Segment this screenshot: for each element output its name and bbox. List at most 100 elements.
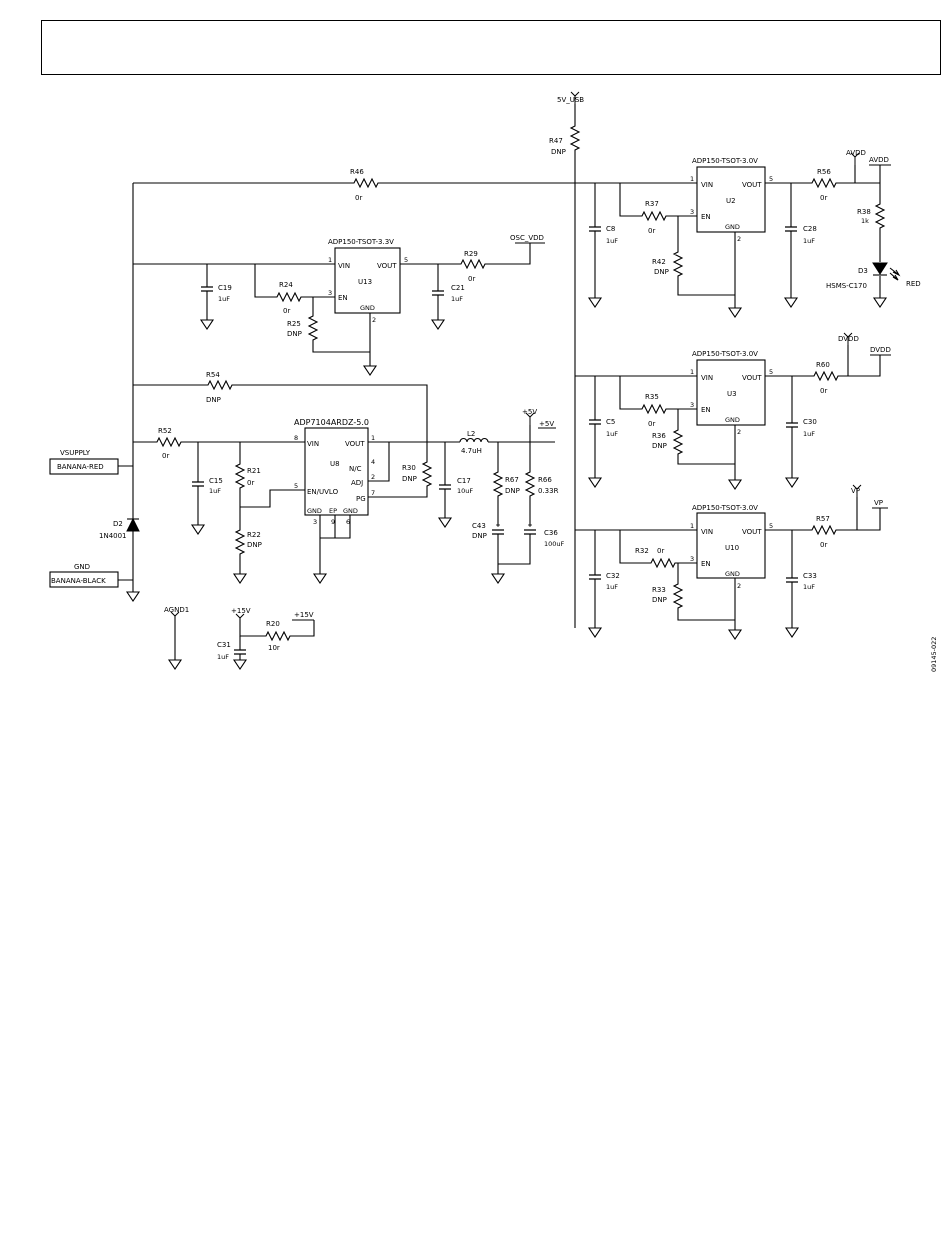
c33-val: 1uF [803, 583, 815, 591]
l2-ref: L2 [467, 430, 475, 438]
u10-vin: VIN [701, 528, 713, 536]
c28-val: 1uF [803, 237, 815, 245]
u13-p3: 3 [328, 289, 332, 297]
c32-val: 1uF [606, 583, 618, 591]
u8-vin: VIN [307, 440, 319, 448]
r67-ref: R67 [505, 476, 519, 484]
u2-p5: 5 [769, 175, 773, 183]
u2-en: EN [701, 213, 711, 221]
r24-ref: R24 [279, 281, 293, 289]
r57-val: 0r [820, 541, 827, 549]
u10-gnd: GND [725, 570, 740, 578]
u10-vout: VOUT [742, 528, 762, 536]
r54-ref: R54 [206, 371, 220, 379]
net-gnd: GND [74, 563, 90, 571]
r46-ref: R46 [350, 168, 364, 176]
u2-p3: 3 [690, 208, 694, 216]
r32-ref: R32 [635, 547, 649, 555]
c21-val: 1uF [451, 295, 463, 303]
r37-val: 0r [648, 227, 655, 235]
r46-val: 0r [355, 194, 362, 202]
net-dvdd: DVDD [870, 346, 891, 354]
r24-val: 0r [283, 307, 290, 315]
r67-val: DNP [505, 487, 520, 495]
r36-ref: R36 [652, 432, 666, 440]
u13-p5: 5 [404, 256, 408, 264]
c32-ref: C32 [606, 572, 620, 580]
u8-vout: VOUT [345, 440, 365, 448]
labels: 5V_USB OSC_VDD AVDD AVDD DVDD DVDD VP VP… [51, 96, 938, 672]
r37-ref: R37 [645, 200, 659, 208]
u13-ref: U13 [358, 278, 372, 286]
connector-banana-red: BANANA-RED [57, 463, 104, 471]
d2-val: 1N4001 [99, 532, 127, 540]
r21-ref: R21 [247, 467, 261, 475]
u8-p7: 7 [371, 489, 375, 497]
u10-ref: U10 [725, 544, 739, 552]
r47-ref: R47 [549, 137, 563, 145]
c28-ref: C28 [803, 225, 817, 233]
u8-nc: N/C [349, 465, 362, 473]
u13-en: EN [338, 294, 348, 302]
r47-val: DNP [551, 148, 566, 156]
c21-ref: C21 [451, 284, 465, 292]
net-avdd-flag: AVDD [846, 149, 866, 157]
r30-ref: R30 [402, 464, 416, 472]
r25-val: DNP [287, 330, 302, 338]
c31-val: 1uF [217, 653, 229, 661]
figure-id: 09145-022 [930, 637, 938, 672]
u10-p3: 3 [690, 555, 694, 563]
u3-vout: VOUT [742, 374, 762, 382]
r38a-val: 1k [861, 217, 869, 225]
u2-ref: U2 [726, 197, 736, 205]
r21-val: 0r [247, 479, 254, 487]
c15-val: 1uF [209, 487, 221, 495]
c8-val: 1uF [606, 237, 618, 245]
c5-ref: C5 [606, 418, 615, 426]
d2-ref: D2 [113, 520, 123, 528]
net-agnd1: AGND1 [164, 606, 189, 614]
r52-val: 0r [162, 452, 169, 460]
u3-part: ADP150-TSOT-3.0V [692, 350, 758, 358]
u10-en: EN [701, 560, 711, 568]
net-15v-flag: +15V [231, 607, 251, 615]
c43-ref: C43 [472, 522, 486, 530]
net-avdd: AVDD [869, 156, 889, 164]
r30-val: DNP [402, 475, 417, 483]
u10-p2: 2 [737, 582, 741, 590]
r25-ref: R25 [287, 320, 301, 328]
c33-ref: C33 [803, 572, 817, 580]
net-5v-usb: 5V_USB [557, 96, 584, 104]
r29-val: 0r [468, 275, 475, 283]
r33-val: DNP [652, 596, 667, 604]
u8-p5: 5 [294, 482, 298, 490]
r57-ref: R57 [816, 515, 830, 523]
c19-ref: C19 [218, 284, 232, 292]
r56-ref: R56 [817, 168, 831, 176]
u8-ref: U8 [330, 460, 340, 468]
wires [118, 104, 881, 660]
c36-val: 100uF [544, 540, 565, 548]
u8-ep: EP [329, 507, 337, 515]
net-15v: +15V [294, 611, 314, 619]
u8-pg: PG [356, 495, 366, 503]
u3-p3: 3 [690, 401, 694, 409]
r66-val: 0.33R [538, 487, 559, 495]
u2-gnd: GND [725, 223, 740, 231]
c5-val: 1uF [606, 430, 618, 438]
net-vp-flag: VP [851, 487, 860, 495]
u2-p2: 2 [737, 235, 741, 243]
u3-en: EN [701, 406, 711, 414]
c19-val: 1uF [218, 295, 230, 303]
c36-ref: C36 [544, 529, 558, 537]
c31-ref: C31 [217, 641, 231, 649]
u13-vin: VIN [338, 262, 350, 270]
net-dvdd-flag: DVDD [838, 335, 859, 343]
u8-adj: ADJ [351, 479, 363, 487]
u8-p8: 8 [294, 434, 298, 442]
r60-ref: R60 [816, 361, 830, 369]
r60-val: 0r [820, 387, 827, 395]
r20-val: 10r [268, 644, 280, 652]
u2-vin: VIN [701, 181, 713, 189]
r56-val: 0r [820, 194, 827, 202]
